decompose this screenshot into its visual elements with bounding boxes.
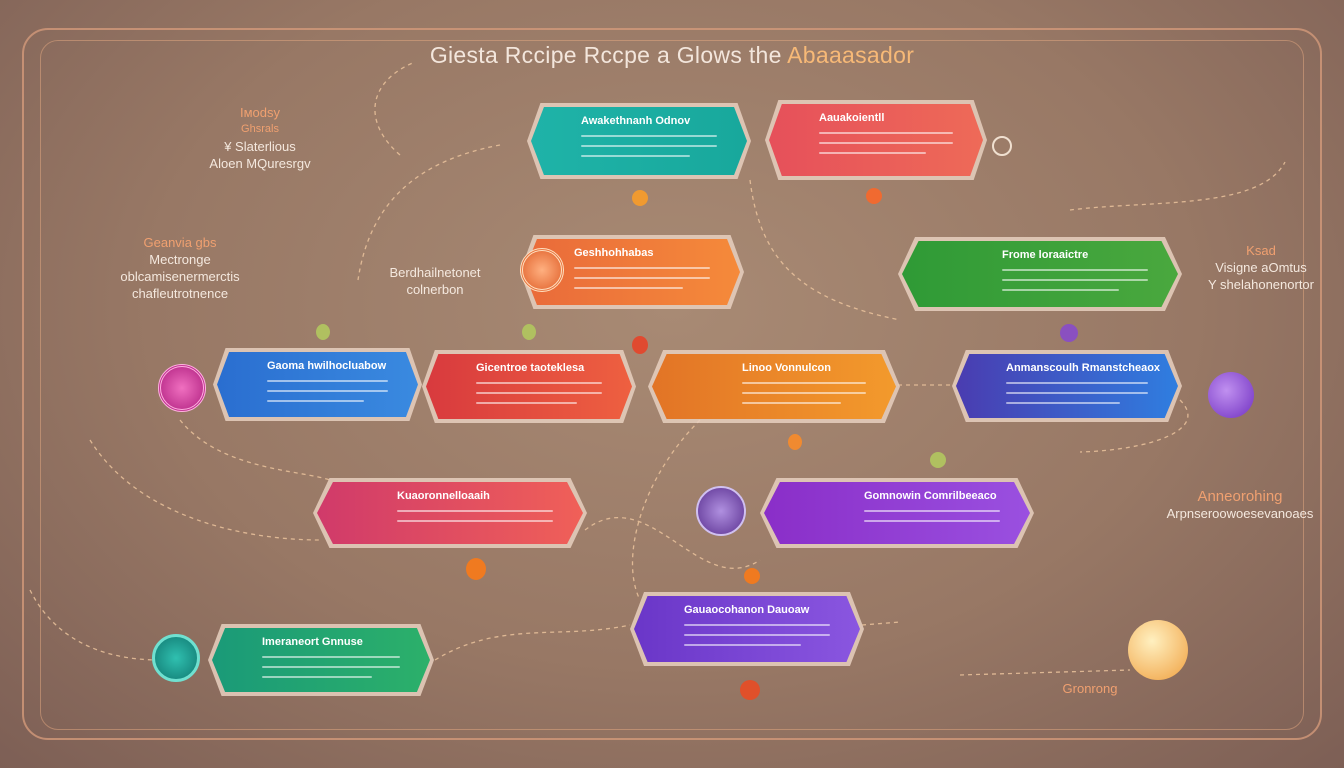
bulb-icon [866,188,882,204]
label-line: Berdhailnetonet [389,265,481,280]
step-card: Gicentroe taoteklesa [422,350,636,423]
connector [179,419,331,481]
title-highlight: Abaaasador [787,42,915,68]
connector [357,144,501,281]
card-title: Gomnowin Comrilbeeaco [864,490,997,502]
card-title: Gauaocohanon Dauoaw [684,604,810,616]
step-card: Gomnowin Comrilbeeaco [760,478,1034,548]
fruit-icon [744,568,760,584]
card-title: Anmanscoulh Rmanstcheaox [1006,362,1161,374]
card-title: Kuaoronnelloaaih [397,490,490,502]
label-line: Y shelahonenortor [1207,277,1314,292]
label-line: Aloen MQuresrgv [209,156,311,171]
step-card: Aauakoientll [765,100,987,180]
card-title: Aauakoientll [819,112,885,124]
step-card: Gaoma hwilhocluabow [213,348,422,421]
fruit-icon [466,558,486,580]
step-card: Anmanscoulh Rmanstcheaox [952,350,1182,422]
connector [29,589,161,661]
connector [631,419,701,601]
leaf-icon [930,452,946,468]
outer-frame [22,28,1322,740]
step-card: Linoo Vonnulcon [648,350,900,423]
label-line: ¥ Slaterlious [224,139,296,154]
card-title: Awakethnanh Odnov [581,115,691,127]
side-label-center-left: Berdhailnetonet colnerbon [370,264,500,298]
label-line: oblcamisenermerctis [120,269,240,284]
card-title: Frome loraaictre [1002,249,1089,261]
connector [1069,161,1286,211]
card-title: Gaoma hwilhocluabow [267,360,387,372]
spiral-icon [520,248,564,292]
card-title: Imeraneort Gnnuse [262,636,363,648]
connector [1079,399,1189,453]
connector [434,624,631,661]
card-title: Linoo Vonnulcon [742,362,831,374]
clock-icon [152,634,200,682]
label-heading: Geanvia gbs [143,235,217,250]
card-title: Geshhohhabas [574,247,654,259]
card-title: Gicentroe taoteklesa [476,362,585,374]
leaf-icon [316,324,330,340]
bulb-icon [632,336,648,354]
connector [374,61,416,156]
label-heading: Iмodsy [239,105,280,120]
step-card: Gauaocohanon Dauoaw [630,592,864,666]
inner-frame [40,40,1304,730]
sun-icon [1128,620,1188,680]
connector [959,669,1131,676]
label-line: colnerbon [406,282,464,297]
label-line: Arpnseroowoesevanoaes [1166,506,1314,521]
spiral-icon [158,364,206,412]
leaf-icon [522,324,536,340]
connector [89,439,321,541]
bulb-icon [632,190,648,206]
label-line: Mectronge [149,252,211,267]
label-line: Visigne aOmtus [1215,260,1307,275]
label-line: Gronrong [1062,681,1118,696]
target-icon [992,136,1012,156]
step-card: Kuaoronnelloaaih [313,478,587,548]
side-label-bottom-right: Gronrong [1040,680,1140,697]
gem-icon [1060,324,1078,342]
globe-icon [696,486,746,536]
step-card: Imeraneort Gnnuse [208,624,434,696]
label-heading: Anneorohing [1197,488,1283,505]
bulb-icon [740,680,760,700]
step-card: Awakethnanh Odnov [527,103,751,179]
label-line: chafleutrotnence [131,286,229,301]
bulb-icon [788,434,802,450]
step-card: Frome loraaictre [898,237,1182,311]
diagram-title: Giesta Rccipe Rccpe a Glows the Abaaasad… [0,42,1344,69]
label-sub: Ghsrals [241,123,279,135]
connector [749,179,901,321]
location-pin-icon [1208,372,1254,418]
connector [861,621,901,626]
label-heading: Ksad [1246,243,1276,258]
connector [584,516,761,569]
title-text: Giesta Rccipe Rccpe a Glows the [429,42,782,68]
